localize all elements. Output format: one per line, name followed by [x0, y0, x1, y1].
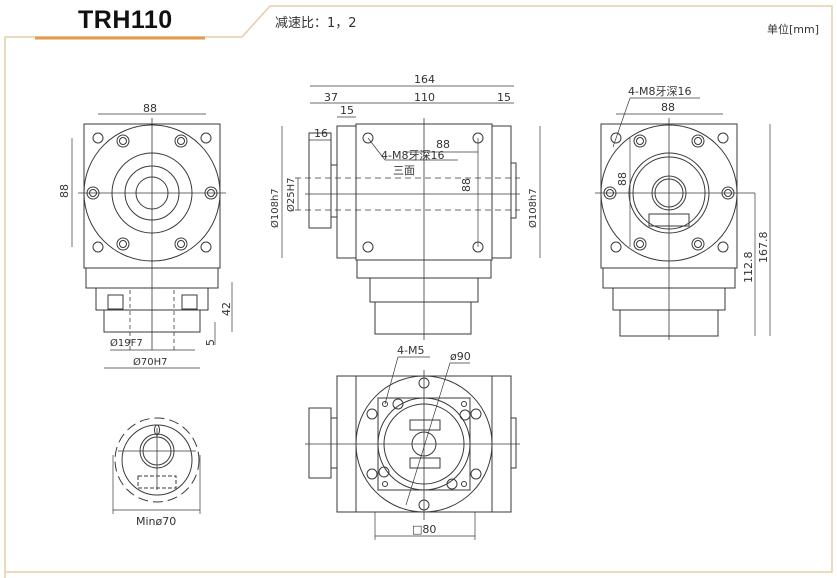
- bolt-holes: [86, 132, 218, 253]
- front-right-flange: 15: [497, 91, 511, 104]
- front-right-diameter: Ø108h7: [527, 188, 539, 228]
- front-left-diameter: Ø108h7: [269, 188, 281, 228]
- right-center-height: 112.8: [742, 252, 755, 284]
- front-bolt-pitch-v: 88: [460, 178, 473, 192]
- left-view-dim-side: 88: [58, 184, 71, 198]
- left-view-dim-top: 88: [143, 102, 157, 115]
- front-bore: Ø25H7: [285, 178, 297, 212]
- shaft-min-diameter: Minø70: [136, 515, 176, 528]
- front-overall-length: 164: [414, 73, 435, 86]
- right-bolt-pitch-v: 88: [616, 172, 629, 186]
- bottom-thread-note: 4-M5: [397, 344, 424, 357]
- bottom-bolt-holes: [366, 377, 482, 511]
- front-view: [281, 85, 541, 340]
- bottom-square: □80: [412, 523, 436, 536]
- left-view-pilot: Ø70H7: [133, 356, 167, 368]
- shaft-detail: [112, 417, 201, 514]
- left-view-dim-height: 42: [220, 302, 233, 316]
- unit-label: 单位[mm]: [767, 23, 820, 36]
- right-overall-height: 167.8: [757, 232, 770, 264]
- front-bolt-pitch-h: 88: [436, 138, 450, 151]
- front-left-flange: 15: [340, 104, 354, 117]
- left-view: [71, 113, 233, 369]
- left-view-dim-small: 5: [204, 339, 217, 346]
- right-view: [595, 97, 771, 340]
- front-left-offset: 37: [324, 91, 338, 104]
- front-body-length: 110: [414, 91, 435, 104]
- right-thread-note: 4-M8牙深16: [628, 85, 691, 98]
- right-bolt-pitch-h: 88: [661, 101, 675, 114]
- front-thread-note: 4-M8牙深16: [381, 149, 444, 162]
- bottom-view: [305, 356, 520, 540]
- front-faces-note: 三面: [393, 164, 415, 177]
- bottom-pcd: ø90: [450, 350, 471, 363]
- front-shaft-flange: 16: [314, 127, 328, 140]
- left-view-bore: Ø19F7: [110, 337, 143, 349]
- model-title: TRH110: [78, 6, 173, 34]
- reduction-ratio-label: 减速比：1，2: [275, 16, 357, 31]
